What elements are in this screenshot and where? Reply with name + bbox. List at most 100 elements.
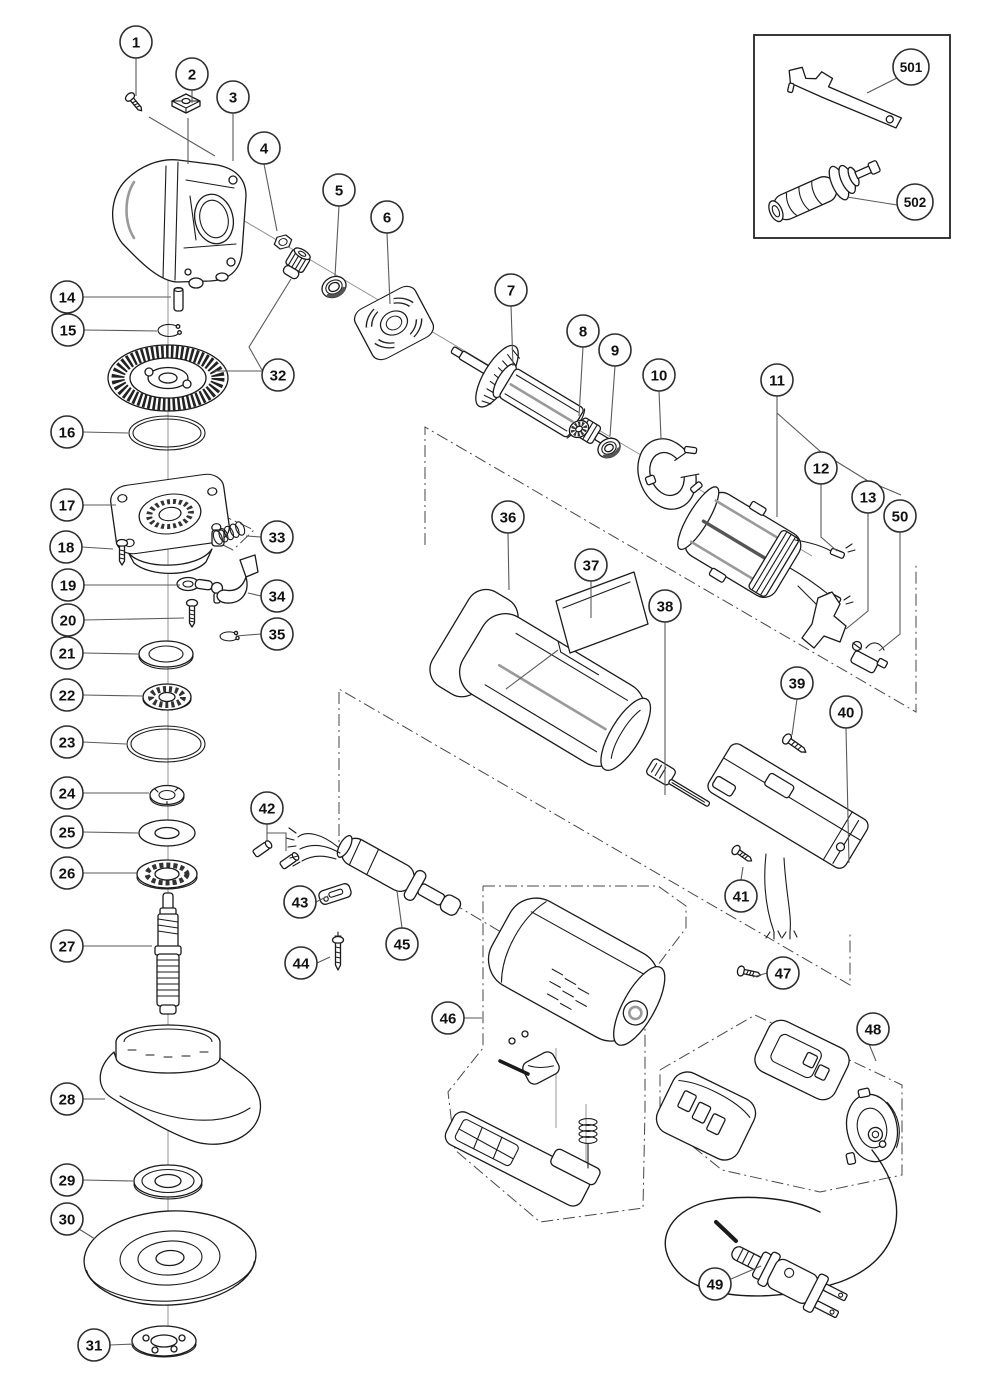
svg-text:1: 1 [132,34,140,51]
part-wheel-washer-29 [133,1164,203,1200]
svg-text:9: 9 [611,342,619,359]
svg-text:19: 19 [60,577,77,594]
callout-37: 37 [574,548,608,582]
callout-30: 30 [50,1202,84,1236]
callout-22: 22 [50,678,84,712]
svg-text:8: 8 [579,323,587,340]
svg-text:7: 7 [507,282,515,299]
part-ball-bearing-9 [597,437,621,459]
part-nameplate-37 [555,571,649,654]
callout-48: 48 [856,1012,890,1046]
part-fan-guide-plate-6 [353,285,435,361]
svg-text:26: 26 [59,865,76,882]
svg-text:12: 12 [813,460,830,477]
svg-text:28: 28 [59,1091,76,1108]
part-spiral-bevel-gear-32 [107,344,229,412]
callout-18: 18 [49,530,83,564]
part-rubber-ring-23 [126,725,206,763]
callout-6: 6 [370,200,404,234]
part-pinion-gear [282,247,311,280]
callout-15: 15 [51,313,85,347]
part-lock-lever-34 [216,554,259,604]
part-tail-cover-46 [444,897,666,1207]
svg-text:2: 2 [188,66,196,83]
callout-13: 13 [851,480,885,514]
callout-41: 41 [724,879,758,913]
part-washer-pin-19 [176,576,224,604]
part-screw-44 [331,931,345,971]
svg-text:14: 14 [59,289,76,306]
leader-lines [78,58,902,1346]
callout-40: 40 [829,695,863,729]
callout-50: 50 [883,499,917,533]
svg-text:43: 43 [292,894,309,911]
svg-text:11: 11 [769,372,785,389]
callout-45: 45 [385,927,419,961]
callout-17: 17 [50,488,84,522]
part-terminal-42b [279,852,300,870]
callout-25: 25 [50,815,84,849]
svg-text:31: 31 [86,1337,103,1354]
callout-12: 12 [804,451,838,485]
callout-10: 10 [642,358,676,392]
part-switch-slide-38 [646,758,711,807]
svg-text:502: 502 [904,195,927,210]
part-brush-holder-50 [801,591,889,674]
callout-11: 11 [760,363,794,397]
svg-text:27: 27 [59,938,76,955]
callout-16: 16 [50,415,84,449]
callout-39: 39 [780,666,814,700]
part-lock-washer-24 [149,784,185,807]
part-fan-guide-10 [637,438,703,510]
svg-text:3: 3 [229,89,237,106]
part-washer-8 [568,419,590,439]
callout-33: 33 [260,520,294,554]
callout-5: 5 [322,173,356,207]
svg-text:22: 22 [59,687,76,704]
callout-32: 32 [261,358,295,392]
part-seal-21 [138,640,194,670]
part-grinding-wheel-30 [83,1210,257,1306]
svg-text:45: 45 [394,936,411,953]
callout-35: 35 [260,617,294,651]
svg-text:5: 5 [335,182,343,199]
part-drawings [83,34,951,1358]
part-washer-25 [138,819,196,847]
part-spring-46 [578,1118,598,1169]
callout-21: 21 [50,636,84,670]
part-stator-11 [677,486,802,598]
svg-text:501: 501 [900,60,923,75]
part-snap-ring-15 [157,323,182,337]
part-handle-bar-45 [285,827,462,916]
callout-14: 14 [50,280,84,314]
accessory-inset-box [753,34,951,239]
part-wheel-guard-28 [99,1024,262,1145]
callout-8: 8 [566,314,600,348]
callout-42: 42 [250,791,284,825]
part-pin-14 [173,286,184,312]
svg-text:23: 23 [59,734,76,751]
callout-27: 27 [50,929,84,963]
callout-28: 28 [50,1082,84,1116]
svg-text:21: 21 [59,645,76,662]
part-wheel-flange-26 [136,859,198,890]
svg-text:29: 29 [59,1172,76,1189]
callout-502: 502 [896,183,934,221]
callout-44: 44 [284,946,318,980]
callout-26: 26 [50,856,84,890]
svg-text:49: 49 [707,1276,724,1293]
callout-36: 36 [491,500,525,534]
callout-2: 2 [175,57,209,91]
svg-text:36: 36 [500,509,517,526]
callout-20: 20 [51,603,85,637]
part-screw-41 [731,844,753,862]
part-spindle-27 [154,892,182,1015]
svg-text:41: 41 [733,888,750,905]
part-screw-18 [115,538,129,566]
callout-3: 3 [216,80,250,114]
svg-text:39: 39 [789,675,806,692]
part-power-cord-49 [664,1149,898,1319]
svg-text:44: 44 [293,955,310,972]
part-spring-33 [212,521,246,545]
